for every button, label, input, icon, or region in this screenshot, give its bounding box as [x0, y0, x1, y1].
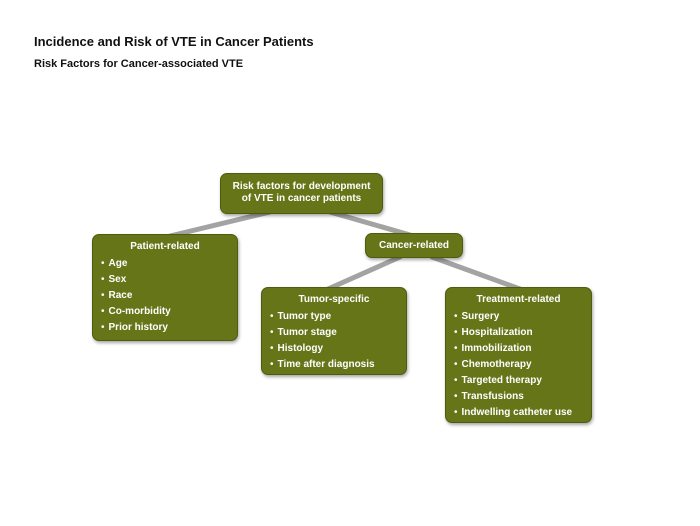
page-title: Incidence and Risk of VTE in Cancer Pati… [34, 34, 314, 49]
list-item: Sex [101, 272, 237, 288]
list-item: Chemotherapy [454, 357, 591, 373]
patient-related-title: Patient-related [130, 241, 200, 252]
root-node: Risk factors for development of VTE in c… [220, 173, 383, 214]
cancer-related-node: Cancer-related [365, 233, 463, 258]
connector-root-cancer [327, 209, 413, 238]
cancer-related-title: Cancer-related [378, 240, 450, 251]
list-item: Histology [270, 341, 406, 357]
page-subtitle: Risk Factors for Cancer-associated VTE [34, 58, 244, 70]
tumor-specific-node: Tumor-specific Tumor type Tumor stage Hi… [261, 287, 407, 375]
connector-root-patient [167, 209, 273, 239]
list-item: Surgery [454, 309, 591, 325]
list-item: Tumor stage [270, 325, 406, 341]
root-node-label-line1: Risk factors for development [232, 181, 371, 192]
treatment-related-title: Treatment-related [476, 294, 561, 305]
patient-related-list: Age Sex Race Co-morbidity Prior history [93, 256, 237, 336]
list-item: Time after diagnosis [270, 357, 406, 373]
list-item: Tumor type [270, 309, 406, 325]
tumor-specific-list: Tumor type Tumor stage Histology Time af… [262, 309, 406, 373]
connector-cancer-tumor [325, 254, 403, 292]
list-item: Co-morbidity [101, 304, 237, 320]
list-item: Hospitalization [454, 325, 591, 341]
treatment-related-list: Surgery Hospitalization Immobilization C… [446, 309, 591, 421]
list-item: Age [101, 256, 237, 272]
list-item: Transfusions [454, 389, 591, 405]
list-item: Immobilization [454, 341, 591, 357]
treatment-related-node: Treatment-related Surgery Hospitalizatio… [445, 287, 592, 423]
list-item: Prior history [101, 320, 237, 336]
tumor-specific-title: Tumor-specific [298, 294, 370, 305]
list-item: Targeted therapy [454, 373, 591, 389]
list-item: Indwelling catheter use [454, 405, 591, 421]
root-node-label-line2: of VTE in cancer patients [241, 193, 362, 204]
list-item: Race [101, 288, 237, 304]
patient-related-node: Patient-related Age Sex Race Co-morbidit… [92, 234, 238, 341]
connector-cancer-treatment [429, 254, 523, 292]
